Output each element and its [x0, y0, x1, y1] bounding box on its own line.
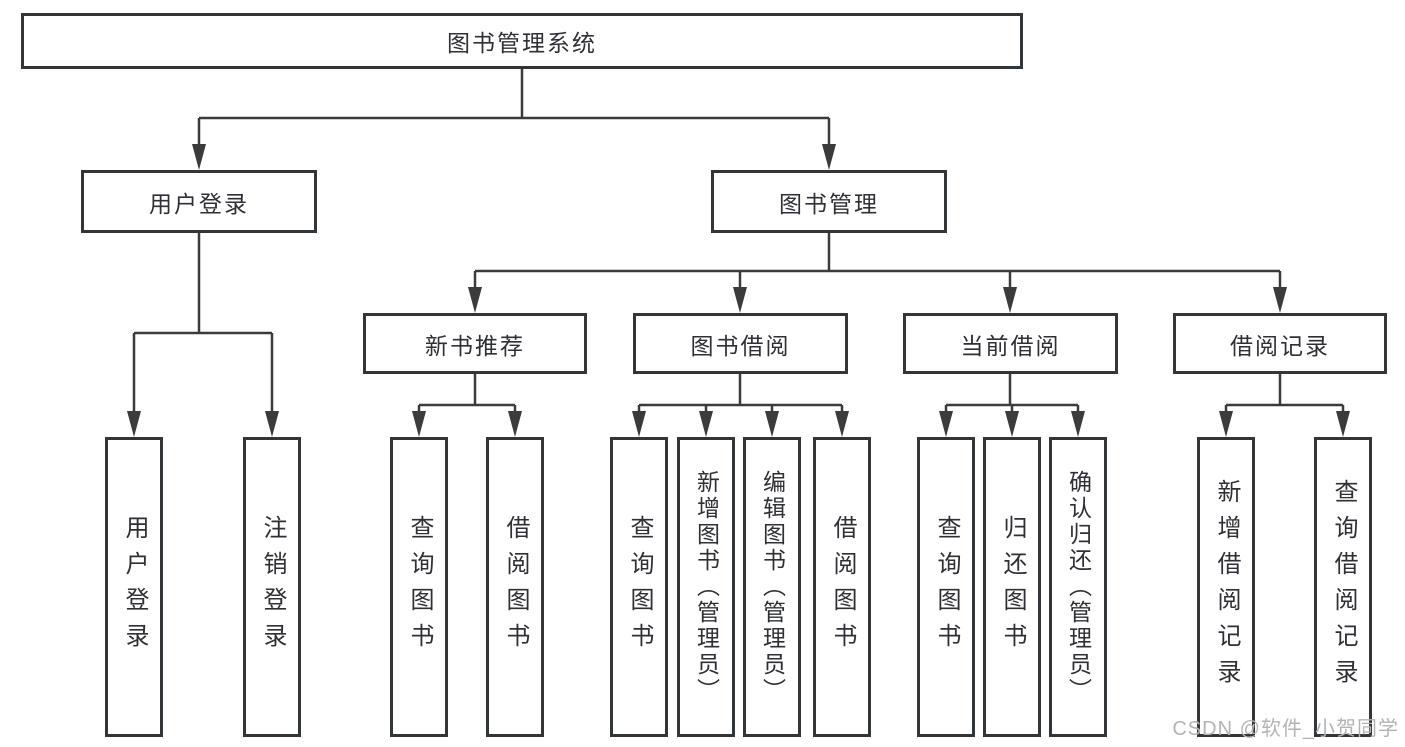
- leaf-borrow-book-1-label: 借阅图书: [502, 515, 529, 659]
- leaf-user-login: 用户登录: [105, 437, 163, 737]
- leaf-query-borrow-record-label: 查询借阅记录: [1330, 479, 1357, 695]
- leaf-add-borrow-record-label: 新增借阅记录: [1213, 479, 1240, 695]
- leaf-query-book-1: 查询图书: [390, 437, 448, 737]
- node-user-login-label: 用户登录: [149, 190, 249, 217]
- node-book-management: 图书管理: [711, 170, 947, 233]
- node-current-borrowing: 当前借阅: [903, 313, 1118, 374]
- node-new-book-recommend: 新书推荐: [363, 313, 587, 374]
- node-book-borrowing: 图书借阅: [633, 313, 848, 374]
- leaf-edit-book-admin: 编辑图书（管理员）: [743, 437, 801, 737]
- node-user-login: 用户登录: [81, 170, 317, 233]
- leaf-borrow-book-2: 借阅图书: [813, 437, 871, 737]
- leaf-edit-book-admin-label: 编辑图书（管理员）: [759, 470, 786, 704]
- leaf-query-book-3: 查询图书: [917, 437, 975, 737]
- node-root-label: 图书管理系统: [447, 30, 597, 56]
- leaf-query-book-2-label: 查询图书: [626, 515, 653, 659]
- csdn-watermark: CSDN @软件_小贺同学: [1172, 718, 1399, 740]
- node-root: 图书管理系统: [21, 13, 1023, 69]
- edge-root-to-level2: [197, 69, 831, 148]
- edge-userlogin-to-leaves: [132, 233, 274, 415]
- arrowheads: [127, 144, 1350, 437]
- leaf-logout: 注销登录: [243, 437, 301, 737]
- edge-currentborrow-to-leaves: [944, 374, 1080, 415]
- leaf-query-borrow-record: 查询借阅记录: [1314, 437, 1372, 737]
- edge-borrowrecord-to-leaves: [1224, 374, 1345, 415]
- leaf-return-book-label: 归还图书: [999, 515, 1026, 659]
- leaf-add-borrow-record: 新增借阅记录: [1197, 437, 1255, 737]
- node-borrow-records: 借阅记录: [1173, 313, 1387, 374]
- node-book-management-label: 图书管理: [779, 190, 879, 217]
- leaf-add-book-admin: 新增图书（管理员）: [677, 437, 735, 737]
- edge-newbookrec-to-leaves: [417, 374, 517, 415]
- leaf-borrow-book-1: 借阅图书: [486, 437, 544, 737]
- leaf-add-book-admin-label: 新增图书（管理员）: [693, 470, 720, 704]
- leaf-confirm-return-admin-label: 确认归还（管理员）: [1065, 470, 1092, 704]
- leaf-return-book: 归还图书: [983, 437, 1041, 737]
- edge-bookmgmt-to-level3: [473, 233, 1282, 291]
- leaf-logout-label: 注销登录: [259, 515, 286, 659]
- leaf-query-book-1-label: 查询图书: [406, 515, 433, 659]
- leaf-query-book-3-label: 查询图书: [933, 515, 960, 659]
- leaf-query-book-2: 查询图书: [610, 437, 668, 737]
- leaf-borrow-book-2-label: 借阅图书: [829, 515, 856, 659]
- node-book-borrowing-label: 图书借阅: [690, 332, 791, 359]
- node-current-borrowing-label: 当前借阅: [960, 332, 1061, 359]
- node-new-book-recommend-label: 新书推荐: [425, 332, 525, 359]
- edge-bookborrow-to-leaves: [637, 374, 844, 415]
- node-borrow-records-label: 借阅记录: [1230, 332, 1330, 359]
- leaf-confirm-return-admin: 确认归还（管理员）: [1049, 437, 1107, 737]
- leaf-user-login-label: 用户登录: [121, 515, 148, 659]
